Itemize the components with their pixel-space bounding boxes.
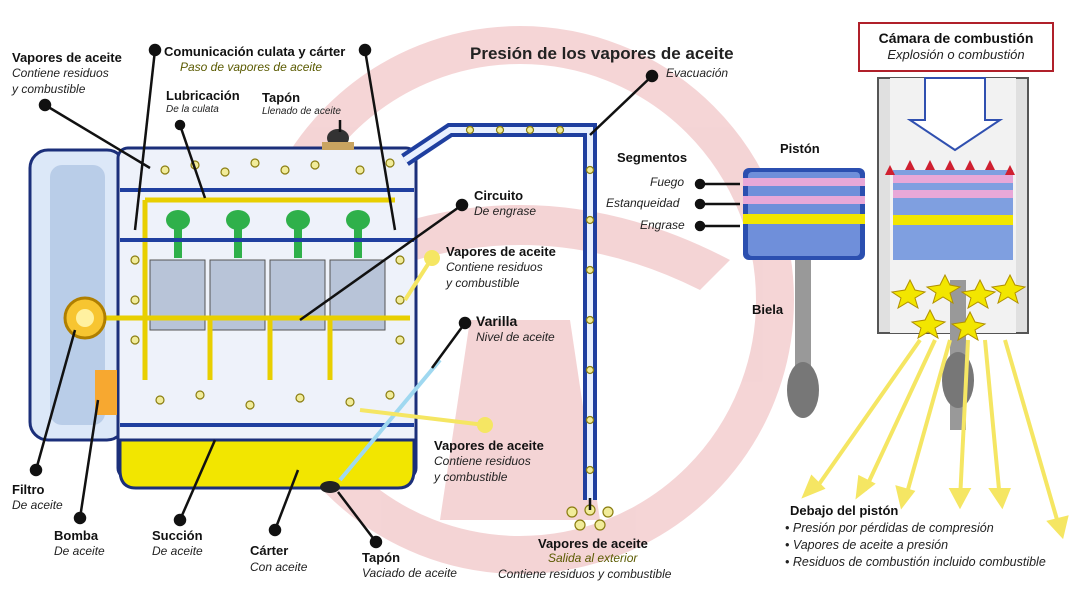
label-vapores-exit-line2: Contiene residuos y combustible <box>498 567 672 581</box>
label-vapores-mid-title: Vapores de aceite <box>446 244 556 259</box>
label-vapores-mid-line2: y combustible <box>446 276 520 290</box>
escape-arrows <box>801 338 1069 540</box>
label-biela: Biela <box>752 302 784 317</box>
label-carter-sub: Con aceite <box>250 560 308 574</box>
oil-circuit <box>85 197 410 380</box>
combustion-chamber <box>877 77 1029 430</box>
label-vapores-top-line1: Contiene residuos <box>12 66 109 80</box>
label-tapon-bottom-sub: Vaciado de aceite <box>362 566 457 580</box>
label-bomba-sub: De aceite <box>54 544 105 558</box>
label-lubricacion-sub: De la culata <box>166 104 219 115</box>
main-title: Presión de los vapores de aceite <box>470 44 734 63</box>
label-circuito-title: Circuito <box>474 188 524 203</box>
label-comunicacion-title: Comunicación culata y cárter <box>164 44 346 59</box>
label-vapores-low-line2: y combustible <box>434 470 508 484</box>
breather-pipe <box>401 123 614 531</box>
label-engrase: Engrase <box>640 218 685 232</box>
label-vapores-top-title: Vapores de aceite <box>12 50 122 65</box>
label-fuego: Fuego <box>650 175 685 189</box>
combustion-chamber-box: Cámara de combustión Explosión o combust… <box>858 22 1054 72</box>
bullet-text: Residuos de combustión incluido combusti… <box>792 555 1046 569</box>
combustion-chamber-sub: Explosión o combustión <box>887 46 1025 62</box>
pointers <box>29 43 740 549</box>
label-debajo-piston: Debajo del pistón <box>790 503 899 518</box>
valves <box>166 210 370 258</box>
label-tapon-top-title: Tapón <box>262 90 301 105</box>
label-vapores-low-line1: Contiene residuos <box>434 454 531 468</box>
bullet-text: Presión por pérdidas de compresión <box>792 521 994 535</box>
label-tapon-bottom-title: Tapón <box>362 550 401 565</box>
label-filtro-title: Filtro <box>12 482 45 497</box>
bullet-item: • Presión por pérdidas de compresión <box>785 521 994 535</box>
vapor-bubbles <box>130 158 405 410</box>
label-vapores-mid-line1: Contiene residuos <box>446 260 543 274</box>
label-varilla-title: Varilla <box>476 313 518 329</box>
label-circuito-sub: De engrase <box>474 204 537 218</box>
main-subtitle: Evacuación <box>666 66 729 80</box>
label-piston: Pistón <box>780 141 820 156</box>
label-vapores-exit-sub: Salida al exterior <box>548 551 638 565</box>
label-carter-title: Cárter <box>250 543 289 558</box>
bullet-item: • Vapores de aceite a presión <box>785 538 949 552</box>
label-bomba-title: Bomba <box>54 528 99 543</box>
label-filtro-sub: De aceite <box>12 498 63 512</box>
label-succion-sub: De aceite <box>152 544 203 558</box>
bullet-item: • Residuos de combustión incluido combus… <box>785 555 1046 569</box>
label-succion-title: Succión <box>152 528 203 543</box>
label-estanqueidad: Estanqueidad <box>606 196 680 210</box>
label-segmentos: Segmentos <box>617 150 688 165</box>
label-lubricacion-title: Lubricación <box>166 88 240 103</box>
label-vapores-exit-title: Vapores de aceite <box>538 536 648 551</box>
label-varilla-sub: Nivel de aceite <box>476 330 555 344</box>
yellow-pointers <box>359 250 493 433</box>
combustion-chamber-title: Cámara de combustión <box>878 30 1034 46</box>
label-vapores-top-line2: y combustible <box>12 82 86 96</box>
label-tapon-top-sub: Llenado de aceite <box>262 106 341 117</box>
label-vapores-low-title: Vapores de aceite <box>434 438 544 453</box>
label-comunicacion-sub: Paso de vapores de aceite <box>180 60 323 74</box>
piston-graphic <box>743 168 865 418</box>
bullet-text: Vapores de aceite a presión <box>792 538 949 552</box>
engine-block <box>28 129 442 493</box>
